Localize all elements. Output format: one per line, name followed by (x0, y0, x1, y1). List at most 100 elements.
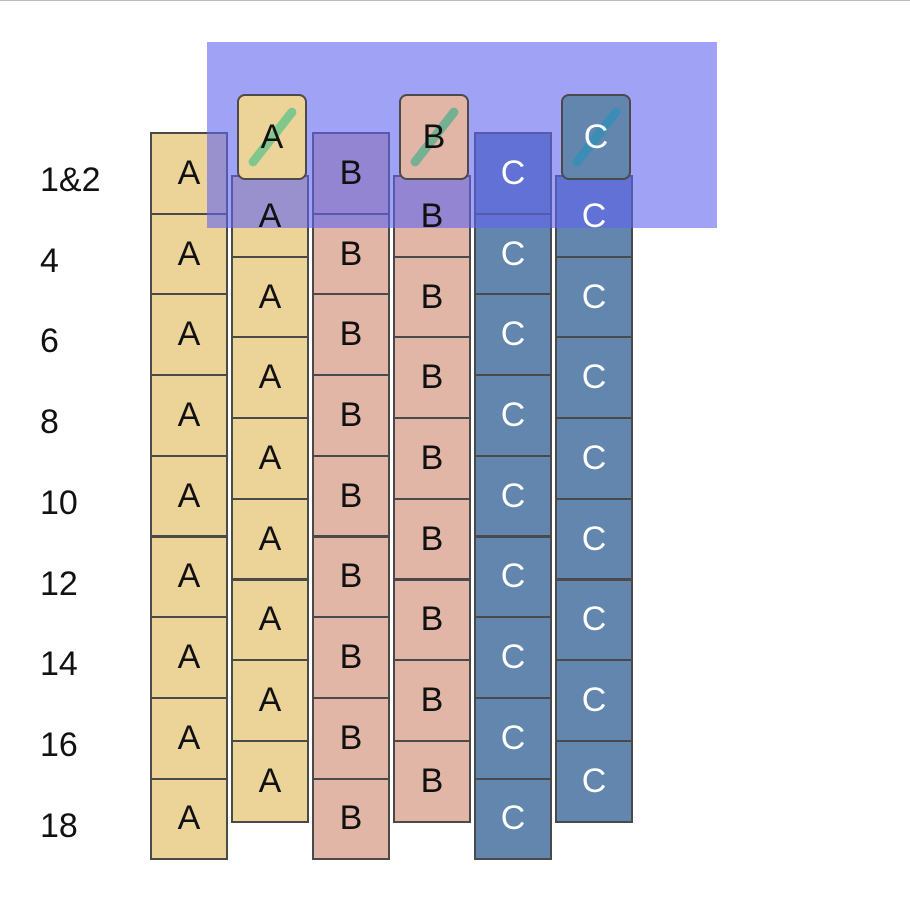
stitch-cell[interactable]: B (312, 374, 390, 457)
stitch-cell[interactable]: C (555, 578, 633, 662)
stitch-cell[interactable]: A (150, 374, 228, 457)
stitch-cell[interactable]: C (474, 374, 552, 457)
stitch-cell[interactable]: B (393, 578, 471, 662)
stitch-cell-letter: A (177, 395, 201, 434)
stitch-cell-letter: C (581, 196, 607, 235)
row-label: 4 (40, 241, 59, 280)
stitch-cell[interactable]: A (150, 616, 228, 699)
stitch-cell-letter: A (177, 315, 201, 354)
row-label: 14 (40, 645, 78, 684)
stitch-cell-letter: B (339, 718, 363, 757)
stitch-cell-letter: C (581, 358, 607, 397)
raised-cell-letter: C (583, 117, 609, 156)
stitch-cell-letter: A (258, 519, 282, 558)
stitch-cell[interactable]: A (150, 454, 228, 538)
stitch-cell-letter: A (177, 799, 201, 838)
stitch-cell[interactable]: A (231, 255, 309, 339)
row-label: 12 (40, 564, 78, 603)
stitch-cell-letter: B (420, 761, 444, 800)
stitch-cell[interactable]: C (555, 739, 633, 823)
stitch-cell[interactable]: B (393, 417, 471, 500)
stitch-cell[interactable]: C (474, 777, 552, 861)
stitch-cell[interactable]: A (231, 659, 309, 742)
stitch-cell-letter: B (339, 476, 363, 515)
stitch-cell-letter: A (177, 234, 201, 273)
stitch-cell[interactable]: B (312, 293, 390, 377)
stitch-cell[interactable]: A (150, 696, 228, 780)
stitch-cell[interactable]: A (231, 417, 309, 500)
stitch-cell-letter: C (581, 761, 607, 800)
raised-stitch-cell[interactable]: B (399, 94, 469, 180)
stitch-cell-letter: B (420, 438, 444, 477)
stitch-cell-letter: B (420, 277, 444, 316)
stitch-cell[interactable]: B (393, 739, 471, 823)
top-border (0, 0, 910, 1)
stitch-cell[interactable]: A (150, 535, 228, 619)
stitch-cell[interactable]: B (393, 255, 471, 339)
stitch-cell[interactable]: B (312, 454, 390, 538)
stitch-cell-letter: B (420, 681, 444, 720)
stitch-cell-letter: C (500, 395, 526, 434)
stitch-cell[interactable]: A (150, 777, 228, 861)
stitch-cell-letter: A (258, 358, 282, 397)
stitch-cell[interactable]: C (474, 696, 552, 780)
stitch-cell[interactable]: A (231, 497, 309, 581)
stitch-cell-letter: A (258, 761, 282, 800)
row-label: 10 (40, 483, 78, 522)
stitch-cell-letter: A (177, 153, 201, 192)
row-label: 6 (40, 322, 59, 361)
stitch-cell[interactable]: A (231, 578, 309, 662)
stitch-cell-letter: B (339, 234, 363, 273)
stitch-cell-letter: A (258, 277, 282, 316)
raised-stitch-cell[interactable]: A (237, 94, 307, 180)
row-label: 18 (40, 806, 78, 845)
stitch-cell[interactable]: C (555, 255, 633, 339)
stitch-cell[interactable]: C (474, 535, 552, 619)
row-label: 1&2 (40, 161, 101, 199)
stitch-cell[interactable]: B (312, 616, 390, 699)
stitch-cell-letter: B (339, 557, 363, 596)
stitch-cell-letter: C (500, 234, 526, 273)
stitch-cell[interactable]: B (312, 777, 390, 861)
stitch-cell[interactable]: B (393, 497, 471, 581)
stitch-cell[interactable]: B (393, 336, 471, 420)
stitch-cell-letter: C (500, 476, 526, 515)
stitch-cell[interactable]: C (555, 659, 633, 742)
stitch-cell[interactable]: B (312, 696, 390, 780)
row-label: 8 (40, 403, 59, 442)
stitch-cell[interactable]: C (555, 417, 633, 500)
stitch-cell-letter: B (420, 358, 444, 397)
stitch-cell-letter: A (177, 638, 201, 677)
stitch-cell-letter: C (500, 718, 526, 757)
stitch-cell[interactable]: B (312, 535, 390, 619)
stitch-cell[interactable]: C (555, 336, 633, 420)
stitch-cell[interactable]: C (474, 616, 552, 699)
stitch-cell-letter: C (500, 315, 526, 354)
stitch-cell-letter: A (177, 476, 201, 515)
stitch-cell[interactable]: C (555, 497, 633, 581)
stitch-cell-letter: C (500, 799, 526, 838)
stitch-cell-letter: B (339, 395, 363, 434)
stitch-cell[interactable]: B (393, 659, 471, 742)
stitch-cell[interactable]: C (474, 454, 552, 538)
stitch-cell[interactable]: A (150, 293, 228, 377)
raised-cell-letter: A (260, 117, 284, 156)
stitch-cell-letter: B (420, 600, 444, 639)
stitch-cell-letter: A (177, 718, 201, 757)
stitch-cell-letter: A (177, 557, 201, 596)
stitch-cell-letter: A (258, 438, 282, 477)
stitch-cell-letter: C (581, 438, 607, 477)
stitch-cell-letter: B (420, 519, 444, 558)
stitch-cell-letter: C (581, 600, 607, 639)
stitch-cell-letter: B (420, 196, 444, 235)
stitch-cell[interactable]: C (474, 293, 552, 377)
stitch-cell[interactable]: A (231, 739, 309, 823)
stitch-cell-letter: C (500, 557, 526, 596)
stitch-cell-letter: A (258, 681, 282, 720)
stitch-cell-letter: C (581, 519, 607, 558)
stitch-cell-letter: B (339, 153, 363, 192)
raised-stitch-cell[interactable]: C (561, 94, 631, 180)
stitch-cell[interactable]: A (231, 336, 309, 420)
raised-cell-letter: B (422, 117, 446, 156)
stitch-cell-letter: C (500, 153, 526, 192)
